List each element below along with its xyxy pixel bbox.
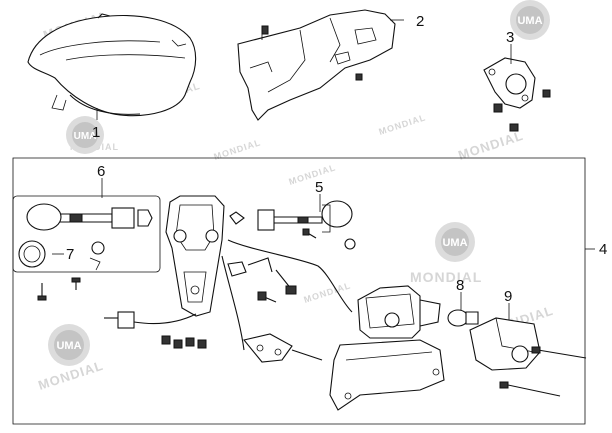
part-rear-bracket [165,195,225,317]
turn-signal-subkit-box [12,195,161,273]
callout-3: 3 [506,29,514,46]
callout-8: 8 [456,277,464,294]
uma-logo-watermark: UMA [48,324,90,366]
uma-logo-watermark: UMA [435,222,475,262]
watermark-logo-text: UMA [56,340,81,352]
watermark-text: MONDIAL [410,269,482,285]
callout-5: 5 [315,179,323,196]
uma-logo-watermark: UMA [66,116,104,154]
watermark-logo-text: UMA [442,237,467,249]
callout-4: 4 [599,241,607,258]
part-seat [27,13,197,117]
hardware-center [227,228,356,303]
callout-1: 1 [92,124,100,141]
part-bulb [447,309,479,327]
part-turn-signal-left [26,203,153,231]
watermark-logo-text: UMA [74,131,97,142]
watermark-text: MONDIAL [303,280,353,305]
watermark-text: MONDIAL [288,162,338,187]
wiring-harness [104,239,353,363]
watermark-text: MONDIAL [456,128,525,163]
nut-cluster [161,335,207,349]
screws-left [37,277,81,301]
watermark-logo-text: UMA [517,15,542,27]
callouts: 1 2 3 4 5 6 7 8 9 [66,13,607,305]
uma-logo-watermark: UMA [510,0,550,40]
callout-9: 9 [504,288,512,305]
part-lens [18,240,105,271]
kit-outline [12,157,586,425]
callout-6: 6 [97,163,105,180]
callout-7: 7 [66,246,74,263]
leader-lines [52,19,595,320]
part-turn-signal-right [229,200,353,233]
callout-2: 2 [416,13,424,30]
part-license-plate-holder [329,285,445,411]
part-rear-cover [237,9,396,121]
part-license-lamp [469,317,587,397]
part-bracket-plate [483,57,551,132]
watermark-text: MONDIAL [378,112,428,137]
